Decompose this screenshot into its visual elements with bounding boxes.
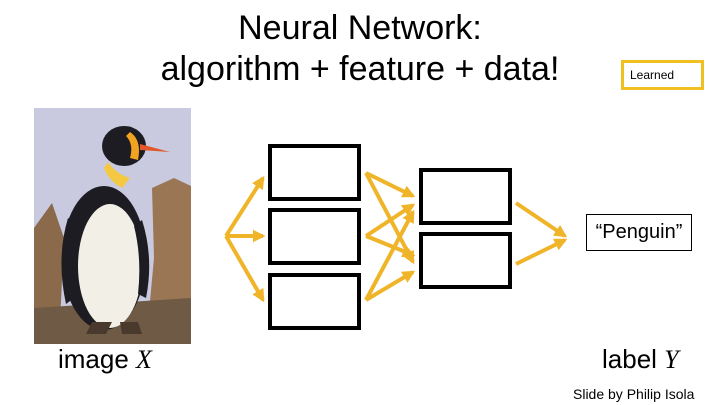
hidden-layer-1-node-2 [268, 208, 361, 265]
arrow-input-to-node-1 [224, 175, 265, 238]
hidden-layer-1-node-1 [268, 144, 361, 201]
arrow-h1n2-to-h2n1 [364, 203, 416, 238]
arrow-h2n2-to-output [515, 238, 568, 266]
prediction-text: “Penguin” [595, 221, 683, 243]
output-variable: Y [664, 345, 679, 374]
arrow-h1n3-to-h2n1 [364, 209, 415, 301]
slide-title: Neural Network: algorithm + feature + da… [110, 8, 610, 90]
learned-legend-box: Learned [621, 60, 704, 90]
learned-legend-label: Learned [630, 68, 675, 82]
output-label-text: label [602, 344, 665, 374]
arrow-h1n1-to-h2n1 [365, 171, 416, 198]
input-variable: X [136, 345, 152, 374]
prediction-box: “Penguin” [586, 214, 692, 251]
arrow-h2n1-to-output [514, 201, 568, 238]
hidden-layer-2-node-1 [419, 168, 512, 225]
hidden-layer-2-node-2 [419, 232, 512, 289]
output-label: label Y [602, 344, 679, 375]
input-label: image X [58, 344, 152, 375]
input-label-text: image [58, 344, 137, 374]
arrow-input-to-node-3 [224, 234, 265, 303]
arrow-h1n3-to-h2n2 [364, 270, 416, 302]
slide-credit: Slide by Philip Isola [573, 386, 695, 402]
arrow-h1n2-to-h2n2 [365, 234, 416, 258]
title-line-2: algorithm + feature + data! [160, 50, 560, 88]
penguin-photo [34, 108, 191, 344]
title-line-1: Neural Network: [238, 9, 482, 47]
hidden-layer-1-node-3 [268, 273, 361, 330]
